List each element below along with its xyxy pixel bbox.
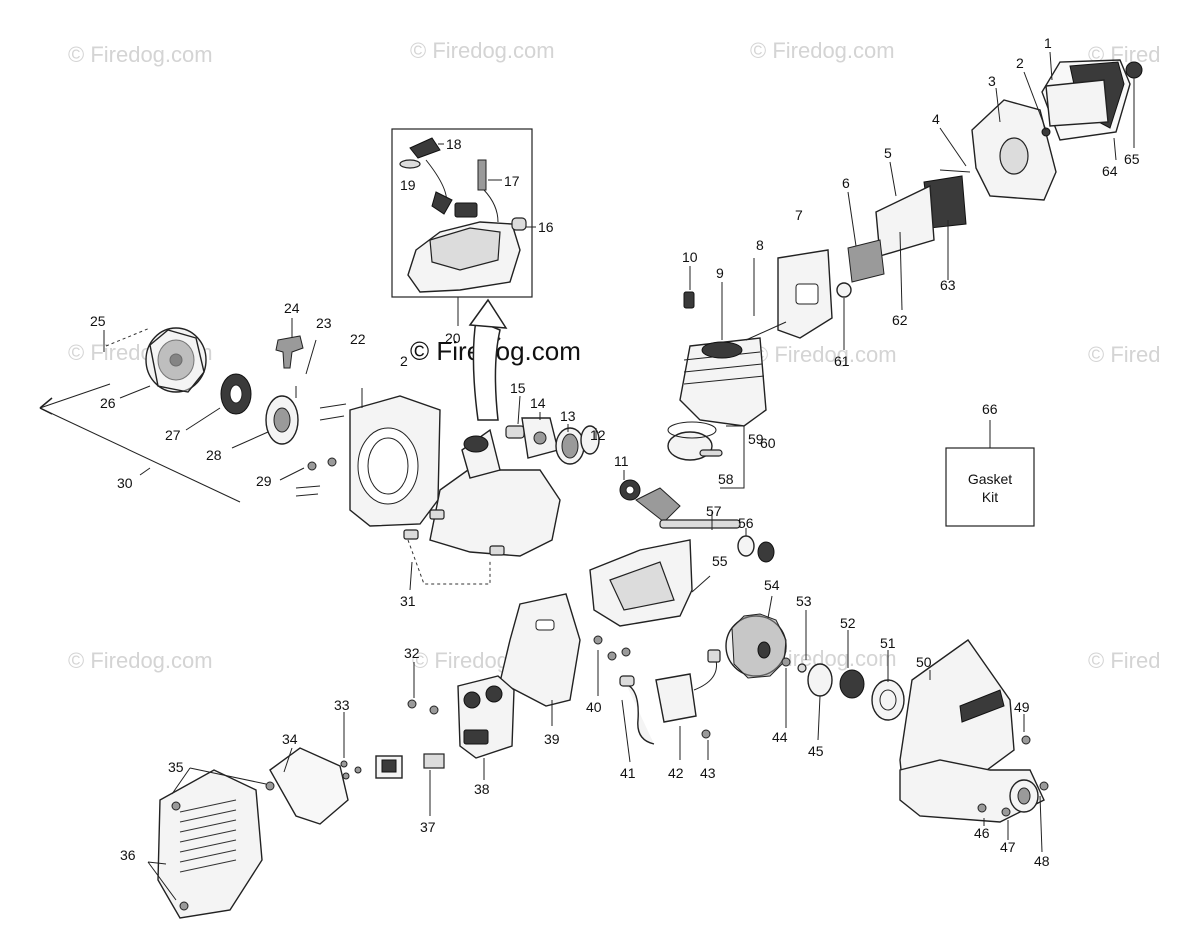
watermark: © Firedog.com <box>752 342 897 367</box>
callout-18: 18 <box>446 136 462 152</box>
callout-37: 37 <box>420 819 436 835</box>
callout-20: 20 <box>445 330 461 346</box>
callout-29: 29 <box>256 473 272 489</box>
callout-43: 43 <box>700 765 716 781</box>
watermark: © Fired <box>1088 648 1160 673</box>
callout-58: 58 <box>718 471 734 487</box>
callout-55: 55 <box>712 553 728 569</box>
callout-7: 7 <box>795 207 803 223</box>
callout-28: 28 <box>206 447 222 463</box>
callout-19: 19 <box>400 177 416 193</box>
callout-12: 12 <box>590 427 606 443</box>
callout-53: 53 <box>796 593 812 609</box>
callout-16: 16 <box>538 219 554 235</box>
callout-24: 24 <box>284 300 300 316</box>
callout-22: 22 <box>350 331 366 347</box>
watermark: © Fired <box>1088 342 1160 367</box>
callout-35: 35 <box>168 759 184 775</box>
carburetor-airfilter: 1 2 3 4 5 6 61 62 63 64 65 <box>834 35 1143 369</box>
callout-45: 45 <box>808 743 824 759</box>
intake-parts: 15 14 13 12 11 <box>505 380 641 501</box>
callout-32: 32 <box>404 645 420 661</box>
callout-61: 61 <box>834 353 850 369</box>
callout-60: 60 <box>760 435 776 451</box>
callout-50: 50 <box>916 654 932 670</box>
callout-31: 31 <box>400 593 416 609</box>
gasket-kit-number: 66 <box>982 401 998 417</box>
callout-62: 62 <box>892 312 908 328</box>
callout-36: 36 <box>120 847 136 863</box>
callout-59: 59 <box>748 431 764 447</box>
callout-47: 47 <box>1000 839 1016 855</box>
callout-57: 57 <box>706 503 722 519</box>
callout-51: 51 <box>880 635 896 651</box>
callout-4: 4 <box>932 111 940 127</box>
callout-8: 8 <box>756 237 764 253</box>
callout-15: 15 <box>510 380 526 396</box>
callout-27: 27 <box>165 427 181 443</box>
callout-26: 26 <box>100 395 116 411</box>
ignition-clutch: 39 40 41 42 43 44 45 54 53 52 51 <box>499 577 905 781</box>
callout-64: 64 <box>1102 163 1118 179</box>
callout-54: 54 <box>764 577 780 593</box>
callout-40: 40 <box>586 699 602 715</box>
callout-10: 10 <box>682 249 698 265</box>
callout-56: 56 <box>738 515 754 531</box>
callout-11: 11 <box>614 453 629 469</box>
callout-6: 6 <box>842 175 850 191</box>
fuel-tank: 31 <box>400 428 561 609</box>
fuel-tank-inset: 18 19 17 16 20 <box>391 128 554 421</box>
callout-17: 17 <box>504 173 520 189</box>
callout-21: 2 <box>400 353 408 369</box>
callout-34: 34 <box>282 731 298 747</box>
gasket-kit-line1: Gasket <box>968 471 1012 487</box>
callout-25: 25 <box>90 313 106 329</box>
callout-14: 14 <box>530 395 546 411</box>
callout-63: 63 <box>940 277 956 293</box>
callout-1: 1 <box>1044 35 1052 51</box>
callout-42: 42 <box>668 765 684 781</box>
callout-30: 30 <box>117 475 133 491</box>
callout-2: 2 <box>1016 55 1024 71</box>
callout-52: 52 <box>840 615 856 631</box>
watermark: © Firedog.com <box>750 38 895 63</box>
muffler-cover: 32 33 34 35 36 37 38 <box>120 645 515 919</box>
starter-assembly: 25 24 23 22 2 26 27 28 29 30 <box>39 300 441 527</box>
callout-9: 9 <box>716 265 724 281</box>
callout-38: 38 <box>474 781 490 797</box>
callout-33: 33 <box>334 697 350 713</box>
callout-44: 44 <box>772 729 788 745</box>
watermark: © Firedog.com <box>410 38 555 63</box>
gasket-kit-line2: Kit <box>982 489 998 505</box>
watermark: © Firedog.com <box>68 648 213 673</box>
watermark: © Firedog.com <box>68 42 213 67</box>
callout-41: 41 <box>620 765 636 781</box>
callout-48: 48 <box>1034 853 1050 869</box>
clutch-housing: 50 49 46 47 48 <box>899 639 1050 869</box>
callout-39: 39 <box>544 731 560 747</box>
callout-65: 65 <box>1124 151 1140 167</box>
gasket-kit: 66 Gasket Kit <box>945 401 1035 527</box>
callout-46: 46 <box>974 825 990 841</box>
callout-13: 13 <box>560 408 576 424</box>
callout-5: 5 <box>884 145 892 161</box>
callout-49: 49 <box>1014 699 1030 715</box>
callout-23: 23 <box>316 315 332 331</box>
engine-core: 10 9 8 7 59 60 58 57 56 55 <box>589 207 833 627</box>
callout-3: 3 <box>988 73 996 89</box>
